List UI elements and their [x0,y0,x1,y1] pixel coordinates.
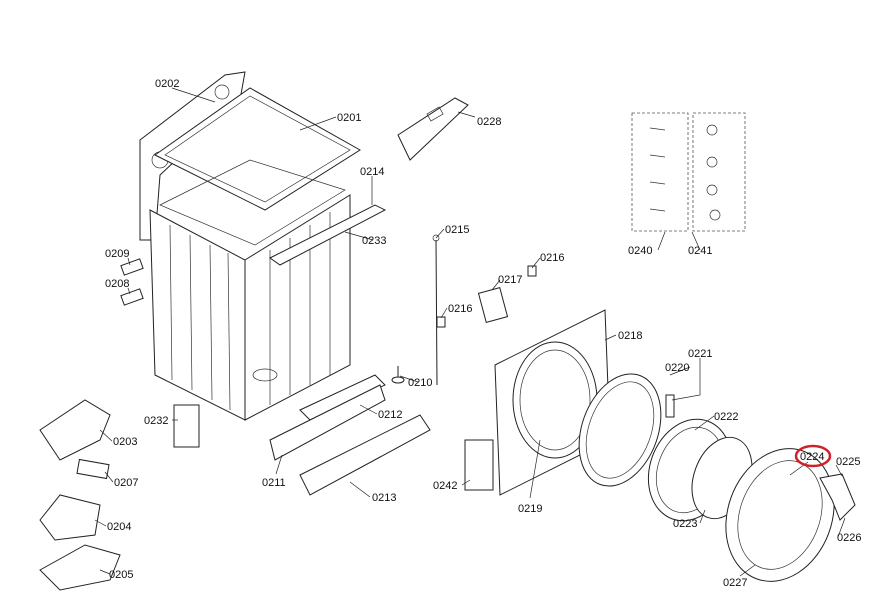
label-0203: 0203 [113,436,137,448]
label-0201: 0201 [337,112,361,124]
label-0202: 0202 [155,78,179,90]
part-control-panel [397,97,469,161]
label-0232: 0232 [144,415,168,427]
label-0219: 0219 [518,503,542,515]
part-clip-0216b [436,316,446,328]
part-foot [391,366,405,384]
label-0204: 0204 [107,521,131,533]
label-0228: 0228 [477,116,501,128]
part-0212 [299,374,386,421]
label-0220: 0220 [665,362,689,374]
label-0208: 0208 [105,278,129,290]
label-0223: 0223 [673,518,697,530]
part-0211 [269,384,386,461]
part-0209 [120,258,144,276]
kit-parts [649,124,721,221]
part-rod [432,234,440,386]
label-0218: 0218 [618,330,642,342]
part-outer-ring-0227 [725,448,835,582]
part-hinge [665,394,675,418]
label-0207: 0207 [114,477,138,489]
part-cabinet [149,87,361,421]
label-0224: 0224 [800,451,824,463]
label-0242: 0242 [433,480,457,492]
label-0225: 0225 [836,456,860,468]
label-0209: 0209 [105,248,129,260]
label-0205: 0205 [109,569,133,581]
label-0240: 0240 [628,245,652,257]
leader-lines [94,87,846,577]
label-0222: 0222 [714,411,738,423]
label-0213: 0213 [372,492,396,504]
part-0203 [39,399,111,461]
part-0204 [39,494,101,541]
label-0227: 0227 [723,577,747,589]
label-0221: 0221 [688,348,712,360]
part-0208 [120,288,144,306]
label-0216: 0216 [540,252,564,264]
label-0226: 0226 [837,532,861,544]
part-0232 [173,404,200,448]
part-0207 [76,458,110,480]
part-clip-0216a [527,265,537,277]
label-0216b: 0216 [448,303,472,315]
kit-box-0240 [631,112,689,232]
label-0215: 0215 [445,224,469,236]
label-0212: 0212 [378,409,402,421]
part-ring-0220 [578,373,662,487]
part-handle [819,473,856,521]
part-rail [269,204,387,266]
label-0214: 0214 [360,166,384,178]
highlight-circle [794,444,832,468]
label-0210: 0210 [408,377,432,389]
label-0241: 0241 [688,245,712,257]
label-0217: 0217 [498,274,522,286]
part-0205 [39,544,121,591]
part-sensor-0217 [477,287,509,323]
part-labels: 0202 0201 0228 0214 0233 0215 0216 0217 … [105,78,861,589]
kit-box-0241 [692,112,746,232]
part-0242 [464,439,494,491]
label-0211: 0211 [262,477,286,489]
label-0233: 0233 [362,235,386,247]
part-0213 [299,414,431,496]
